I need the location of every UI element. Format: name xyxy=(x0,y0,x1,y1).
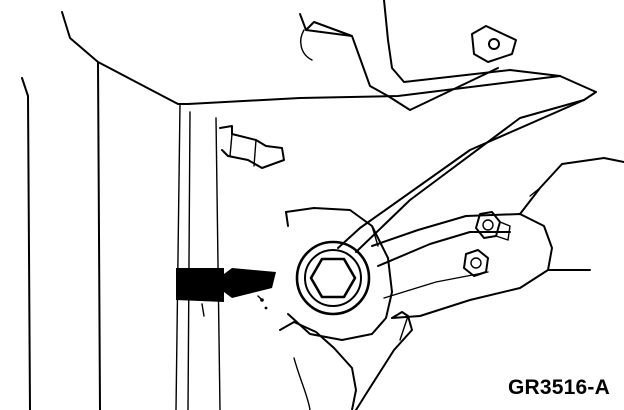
diagonal-strap xyxy=(337,91,597,253)
retainer-clip xyxy=(471,25,517,63)
double-arrow-icon xyxy=(176,268,276,302)
top-trim-bracket xyxy=(187,0,597,111)
hinge-nut-upper xyxy=(475,211,511,241)
lower-link xyxy=(279,311,413,410)
mounting-plate xyxy=(285,207,393,341)
upper-panel-outline xyxy=(21,11,189,410)
callout-arrow xyxy=(176,268,276,310)
hinge-arm xyxy=(371,157,624,319)
figure-code-label: GR3516-A xyxy=(508,376,610,399)
hex-bolt xyxy=(295,240,371,316)
detail-marks xyxy=(201,295,263,317)
hinge-nut-lower xyxy=(463,249,489,277)
frame-pillar xyxy=(97,61,221,410)
latch-upper xyxy=(219,125,285,169)
